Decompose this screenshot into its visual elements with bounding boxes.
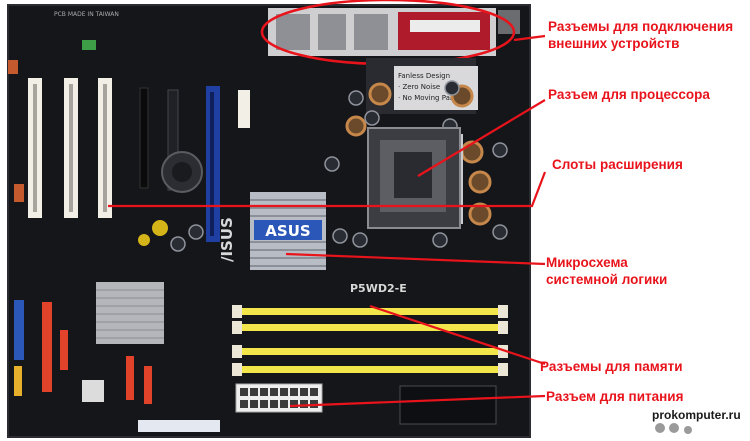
southbridge-heatsink [96, 282, 164, 344]
label-power-connector: Разъем для питания [546, 389, 684, 404]
label-cpu-socket: Разъем для процессора [548, 87, 710, 102]
label-memory-slots: Разъемы для памяти [540, 359, 683, 374]
cpu-socket [367, 127, 463, 229]
fan-label-line1: Fanless Design [398, 72, 450, 80]
fan-label-line2: · Zero Noise [398, 83, 440, 91]
model-silkscreen: P5WD2-E [350, 282, 407, 295]
dimm-slots [238, 308, 502, 373]
side-brand: /ISUS [218, 217, 236, 262]
label-chipset-line2: системной логики [546, 272, 668, 287]
label-external-connectors-line2: внешних устройств [548, 36, 680, 51]
label-expansion-slots: Слоты расширения [552, 157, 683, 172]
brand-logo: ASUS [265, 222, 310, 240]
annotation-lines [108, 34, 547, 408]
watermark-icon [655, 423, 692, 434]
label-external-connectors: Разъемы для подключения внешних устройст… [548, 18, 733, 52]
pcb-silkscreen: PCB MADE IN TAIWAN [54, 11, 119, 18]
rear-io-panel [268, 8, 520, 56]
label-chipset: Микросхема системной логики [546, 254, 667, 288]
label-external-connectors-line1: Разъемы для подключения [548, 19, 734, 34]
fan-label-line3: · No Moving Part [398, 94, 456, 102]
chipset-heatsink: ASUS [250, 192, 326, 270]
label-chipset-line1: Микросхема [546, 255, 628, 270]
atx-power-connector [235, 383, 323, 413]
watermark-text: prokomputer.ru [652, 408, 741, 422]
